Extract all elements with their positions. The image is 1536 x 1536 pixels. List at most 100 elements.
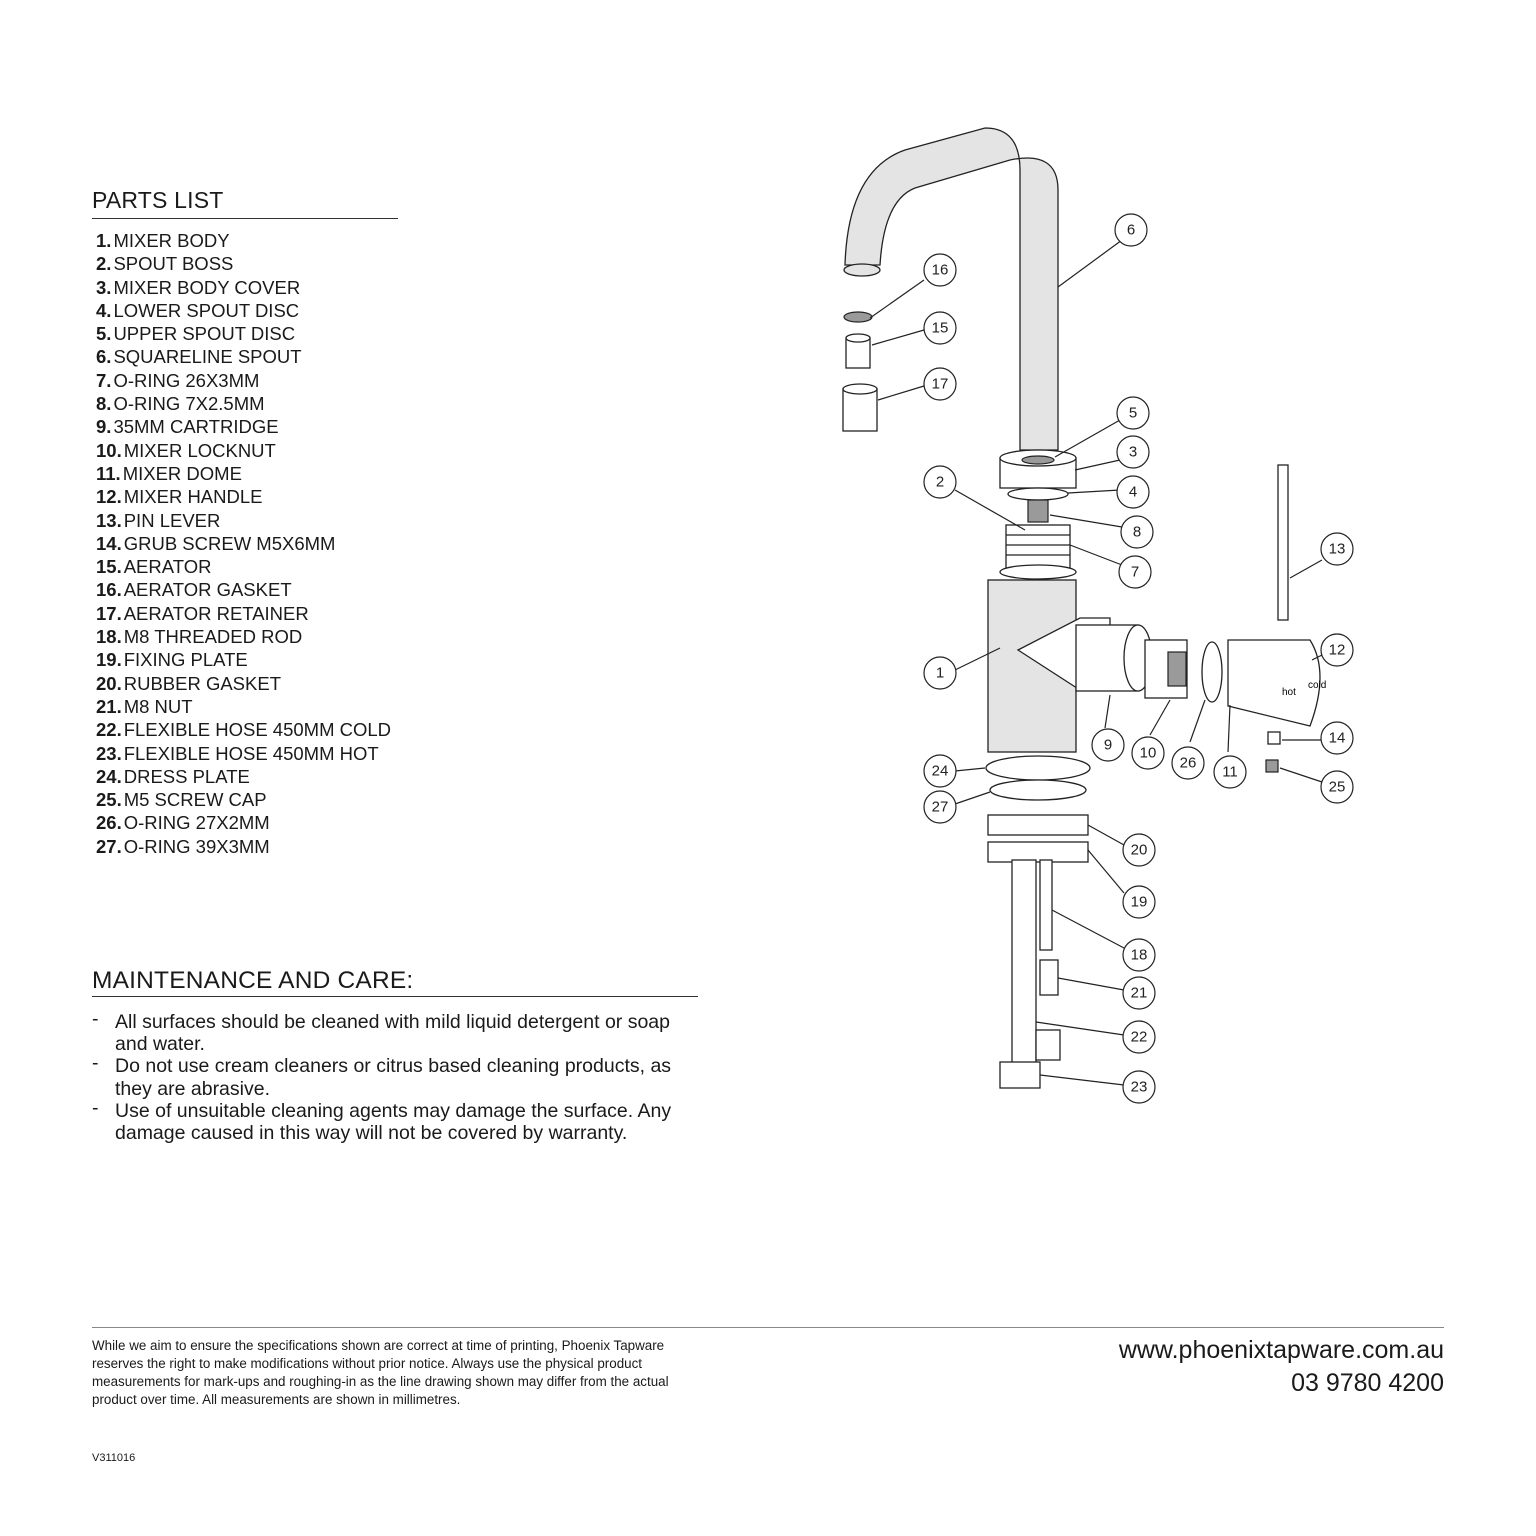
parts-list-item: 22.FLEXIBLE HOSE 450MM COLD (96, 718, 398, 741)
callout-number: 8 (1133, 524, 1141, 541)
pin-lever (1277, 464, 1289, 621)
parts-list-item: 21.M8 NUT (96, 695, 398, 718)
parts-list-rule (92, 218, 398, 219)
callout-number: 7 (1131, 564, 1139, 581)
callout-circle (1116, 435, 1150, 469)
part-label: AERATOR (123, 556, 212, 578)
parts-list-item: 1.MIXER BODY (96, 229, 398, 252)
spout-discs (999, 449, 1077, 523)
callout-number: 5 (1129, 405, 1137, 422)
callout-circle (1114, 213, 1148, 247)
part-label: M5 SCREW CAP (123, 789, 267, 811)
callout-number: 17 (932, 376, 949, 393)
website-link[interactable]: www.phoenixtapware.com.au (1118, 1336, 1444, 1364)
part-label: SPOUT BOSS (113, 253, 234, 275)
callout-circle (1320, 633, 1354, 667)
part-number: 18. (96, 626, 122, 648)
callout-19: 19 (1122, 885, 1156, 919)
callout-circle (1320, 721, 1354, 755)
callout-circle (1122, 976, 1156, 1010)
callout-number: 26 (1180, 755, 1197, 772)
callout-23: 23 (1122, 1070, 1156, 1104)
parts-list-item: 9.35MM CARTRIDGE (96, 415, 398, 438)
part-label: MIXER LOCKNUT (123, 439, 276, 461)
part-number: 2. (96, 253, 112, 275)
callout-5: 5 (1116, 396, 1150, 430)
part-label: O-RING 39X3MM (123, 835, 270, 857)
callout-number: 23 (1131, 1079, 1148, 1096)
maintenance-item: -All surfaces should be cleaned with mil… (92, 1008, 690, 1055)
bullet-dash: - (92, 1052, 99, 1075)
callout-circle (923, 311, 957, 345)
part-number: 7. (96, 369, 112, 391)
callout-number: 13 (1329, 541, 1346, 558)
maintenance-list: -All surfaces should be cleaned with mil… (92, 1008, 698, 1144)
part-label: O-RING 26X3MM (113, 369, 260, 391)
part-number: 4. (96, 299, 112, 321)
screw-cap (1265, 759, 1279, 773)
part-label: UPPER SPOUT DISC (113, 323, 296, 345)
parts-list-item: 24.DRESS PLATE (96, 765, 398, 788)
parts-list-item: 26.O-RING 27X2MM (96, 811, 398, 834)
part-number: 5. (96, 323, 112, 345)
maintenance-title: MAINTENANCE AND CARE: (92, 967, 414, 994)
callout-number: 9 (1104, 737, 1112, 754)
callout-15: 15 (923, 311, 957, 345)
callout-circle (1120, 515, 1154, 549)
part-label: FLEXIBLE HOSE 450MM COLD (123, 719, 392, 741)
callout-number: 25 (1329, 779, 1346, 796)
parts-list-item: 14.GRUB SCREW M5X6MM (96, 532, 398, 555)
parts-list-item: 27.O-RING 39X3MM (96, 835, 398, 858)
part-number: 10. (96, 439, 122, 461)
callout-circle (923, 754, 957, 788)
part-number: 22. (96, 719, 122, 741)
callout-number: 22 (1131, 1029, 1148, 1046)
part-number: 25. (96, 789, 122, 811)
callout-13: 13 (1320, 532, 1354, 566)
part-number: 23. (96, 742, 122, 764)
parts-list-item: 12.MIXER HANDLE (96, 485, 398, 508)
callout-number: 10 (1140, 745, 1157, 762)
parts-list-item: 25.M5 SCREW CAP (96, 788, 398, 811)
dress-plate (985, 755, 1091, 801)
part-number: 12. (96, 486, 122, 508)
callout-9: 9 (1091, 728, 1125, 762)
part-number: 24. (96, 765, 122, 787)
aerator (845, 333, 871, 369)
contact-block: www.phoenixtapware.com.au 03 9780 4200 (1119, 1334, 1444, 1400)
callout-circle (1171, 746, 1205, 780)
maintenance-text: Do not use cream cleaners or citrus base… (115, 1055, 672, 1100)
callout-number: 2 (936, 474, 944, 491)
part-number: 17. (96, 602, 122, 624)
callout-number: 4 (1129, 484, 1137, 501)
part-label: AERATOR RETAINER (123, 602, 309, 624)
part-label: M8 THREADED ROD (123, 626, 303, 648)
callout-number: 12 (1329, 642, 1346, 659)
callout-20: 20 (1122, 833, 1156, 867)
parts-list-item: 19.FIXING PLATE (96, 648, 398, 671)
part-label: PIN LEVER (123, 509, 221, 531)
part-number: 8. (96, 393, 112, 415)
footer-rule (92, 1327, 1444, 1328)
callout-26: 26 (1171, 746, 1205, 780)
callout-circle (1122, 833, 1156, 867)
callout-6: 6 (1114, 213, 1148, 247)
callout-number: 1 (936, 665, 944, 682)
callout-circle (1320, 532, 1354, 566)
callout-3: 3 (1116, 435, 1150, 469)
callout-14: 14 (1320, 721, 1354, 755)
part-label: GRUB SCREW M5X6MM (123, 532, 336, 554)
part-number: 6. (96, 346, 112, 368)
spout-boss (999, 524, 1077, 580)
parts-list-item: 15.AERATOR (96, 555, 398, 578)
callout-circle (1131, 736, 1165, 770)
callout-17: 17 (923, 367, 957, 401)
parts-list-item: 6.SQUARELINE SPOUT (96, 345, 398, 368)
part-label: O-RING 27X2MM (123, 812, 270, 834)
grub-screw (1267, 731, 1281, 745)
part-label: FIXING PLATE (123, 649, 248, 671)
callout-24: 24 (923, 754, 957, 788)
callout-11: 11 (1213, 755, 1247, 789)
